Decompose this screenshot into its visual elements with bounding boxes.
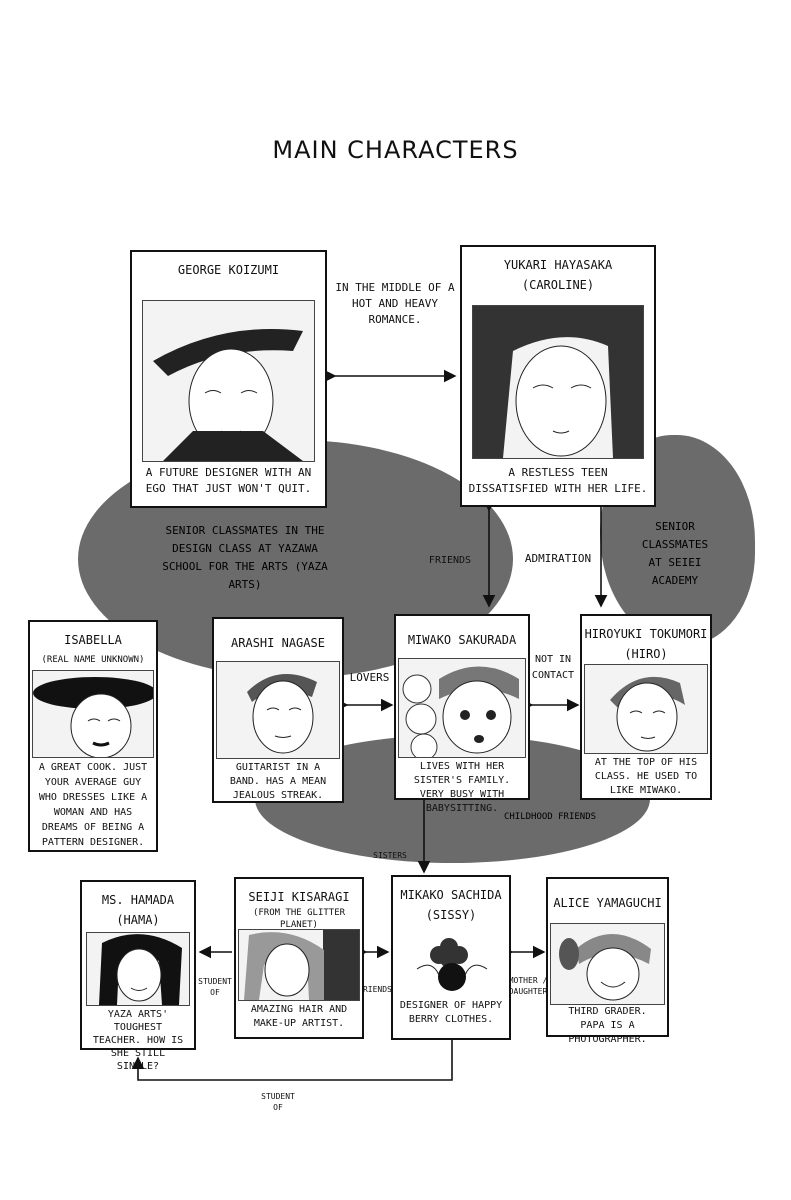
hiroyuki-portrait <box>584 664 708 754</box>
portrait-illustration <box>33 677 153 757</box>
student-of-label-2: STUDENT OF <box>261 1092 295 1112</box>
admiration-label: ADMIRATION <box>524 552 592 565</box>
character-name: ISABELLA <box>64 633 122 647</box>
character-card-seiji-kisaragi: SEIJI KISARAGI (FROM THE GLITTER PLANET)… <box>234 877 364 1039</box>
character-card-hiroyuki-tokumori: HIROYUKI TOKUMORI (HIRO) AT THE TOP OF H… <box>580 614 712 800</box>
portrait-illustration <box>610 676 685 752</box>
student-of-label-1: STUDENT OF <box>198 977 232 997</box>
seiei-line-4: ACADEMY <box>651 574 699 587</box>
george-portrait <box>142 300 315 462</box>
character-card-alice-yamaguchi: ALICE YAMAGUCHI THIRD GRADER. PAPA IS A … <box>546 877 669 1045</box>
character-name: SEIJI KISARAGI <box>248 890 350 904</box>
seiei-line-3: AT SEIEI <box>648 556 702 569</box>
character-card-isabella: ISABELLA (REAL NAME UNKNOWN) A GREAT COO… <box>28 620 158 852</box>
seiji-portrait <box>238 929 360 1001</box>
mother-daughter-label: MOTHER / DAUGHTER <box>508 976 548 996</box>
mikako-portrait <box>397 929 505 995</box>
page-title: MAIN CHARACTERS <box>272 136 519 164</box>
miwako-portrait <box>398 658 526 758</box>
portrait-illustration <box>559 934 651 1001</box>
portrait-illustration <box>473 306 643 458</box>
portrait-illustration <box>416 938 488 991</box>
character-description: A GREAT COOK. JUST YOUR AVERAGE GUY WHO … <box>38 762 148 848</box>
character-card-george-koizumi: GEORGE KOIZUMI A FUTURE DESIGNER WITH AN… <box>130 250 327 508</box>
portrait-illustration <box>402 666 519 757</box>
character-card-mikako-sachida: MIKAKO SACHIDA (SISSY) DESIGNER OF HAPPY… <box>391 875 511 1040</box>
character-description: YAZA ARTS' TOUGHEST TEACHER. HOW IS SHE … <box>92 1009 184 1072</box>
sisters-label: SISTERS <box>373 851 407 860</box>
character-name: MIWAKO SAKURADA <box>407 633 517 647</box>
character-name: MS. HAMADA <box>101 893 175 907</box>
character-card-arashi-nagase: ARASHI NAGASE GUITARIST IN A BAND. HAS A… <box>212 617 344 803</box>
character-name: ALICE YAMAGUCHI <box>553 896 662 910</box>
character-alias: (CAROLINE) <box>521 278 595 292</box>
yukari-portrait <box>472 305 644 459</box>
portrait-illustration <box>247 674 317 754</box>
character-description: A FUTURE DESIGNER WITH AN EGO THAT JUST … <box>145 466 312 495</box>
character-name: ARASHI NAGASE <box>231 636 325 650</box>
character-description: AMAZING HAIR AND MAKE-UP ARTIST. <box>250 1004 348 1029</box>
character-card-ms-hamada: MS. HAMADA (HAMA) YAZA ARTS' TOUGHEST TE… <box>80 880 196 1072</box>
friends-label: FRIENDS <box>428 555 472 566</box>
character-name: YUKARI HAYASAKA <box>503 258 613 272</box>
friends-label-2: FRIENDS <box>358 985 392 994</box>
not-in-contact-label: NOT IN CONTACT <box>531 654 575 681</box>
character-alias: (SISSY) <box>425 908 477 922</box>
character-description: DESIGNER OF HAPPY BERRY CLOTHES. <box>399 1000 503 1025</box>
portrait-illustration <box>153 329 303 461</box>
portrait-illustration <box>244 930 359 1000</box>
seiei-line-1: SENIOR <box>655 520 695 533</box>
character-description: AT THE TOP OF HIS CLASS. HE USED TO LIKE… <box>594 757 698 796</box>
character-alias: (HIRO) <box>624 647 668 661</box>
character-alias: (FROM THE GLITTER PLANET) <box>252 908 346 930</box>
isabella-portrait <box>32 670 154 758</box>
portrait-illustration <box>99 934 182 1005</box>
lovers-label: LOVERS <box>349 671 390 684</box>
character-card-miwako-sakurada: MIWAKO SAKURADA LIVES WITH HER SISTER'S … <box>394 614 530 814</box>
character-description: THIRD GRADER. PAPA IS A PHOTOGRAPHER. <box>568 1006 647 1045</box>
student-of-arrow-2 <box>131 1040 453 1081</box>
design-class-group-label: SENIOR CLASSMATES IN THE DESIGN CLASS AT… <box>162 524 328 591</box>
alice-portrait <box>550 923 665 1005</box>
arashi-portrait <box>216 661 340 759</box>
character-alias: (REAL NAME UNKNOWN) <box>41 655 145 665</box>
childhood-group-label: CHILDHOOD FRIENDS <box>503 812 597 822</box>
character-card-yukari-hayasaka: YUKARI HAYASAKA (CAROLINE) A RESTLESS TE… <box>460 245 656 507</box>
hamada-portrait <box>86 932 190 1006</box>
character-name: HIROYUKI TOKUMORI <box>584 627 708 641</box>
character-name: MIKAKO SACHIDA <box>400 888 502 902</box>
character-description: GUITARIST IN A BAND. HAS A MEAN JEALOUS … <box>229 762 327 801</box>
seiei-line-2: CLASSMATES <box>641 538 709 551</box>
character-description: A RESTLESS TEEN DISSATISFIED WITH HER LI… <box>468 466 648 495</box>
romance-label: IN THE MIDDLE OF A HOT AND HEAVY ROMANCE… <box>335 281 455 326</box>
character-alias: (HAMA) <box>116 913 160 927</box>
character-name: GEORGE KOIZUMI <box>177 263 280 277</box>
seiei-group-label: SENIOR CLASSMATES AT SEIEI ACADEMY <box>615 518 735 590</box>
character-description: LIVES WITH HER SISTER'S FAMILY. VERY BUS… <box>413 761 511 814</box>
